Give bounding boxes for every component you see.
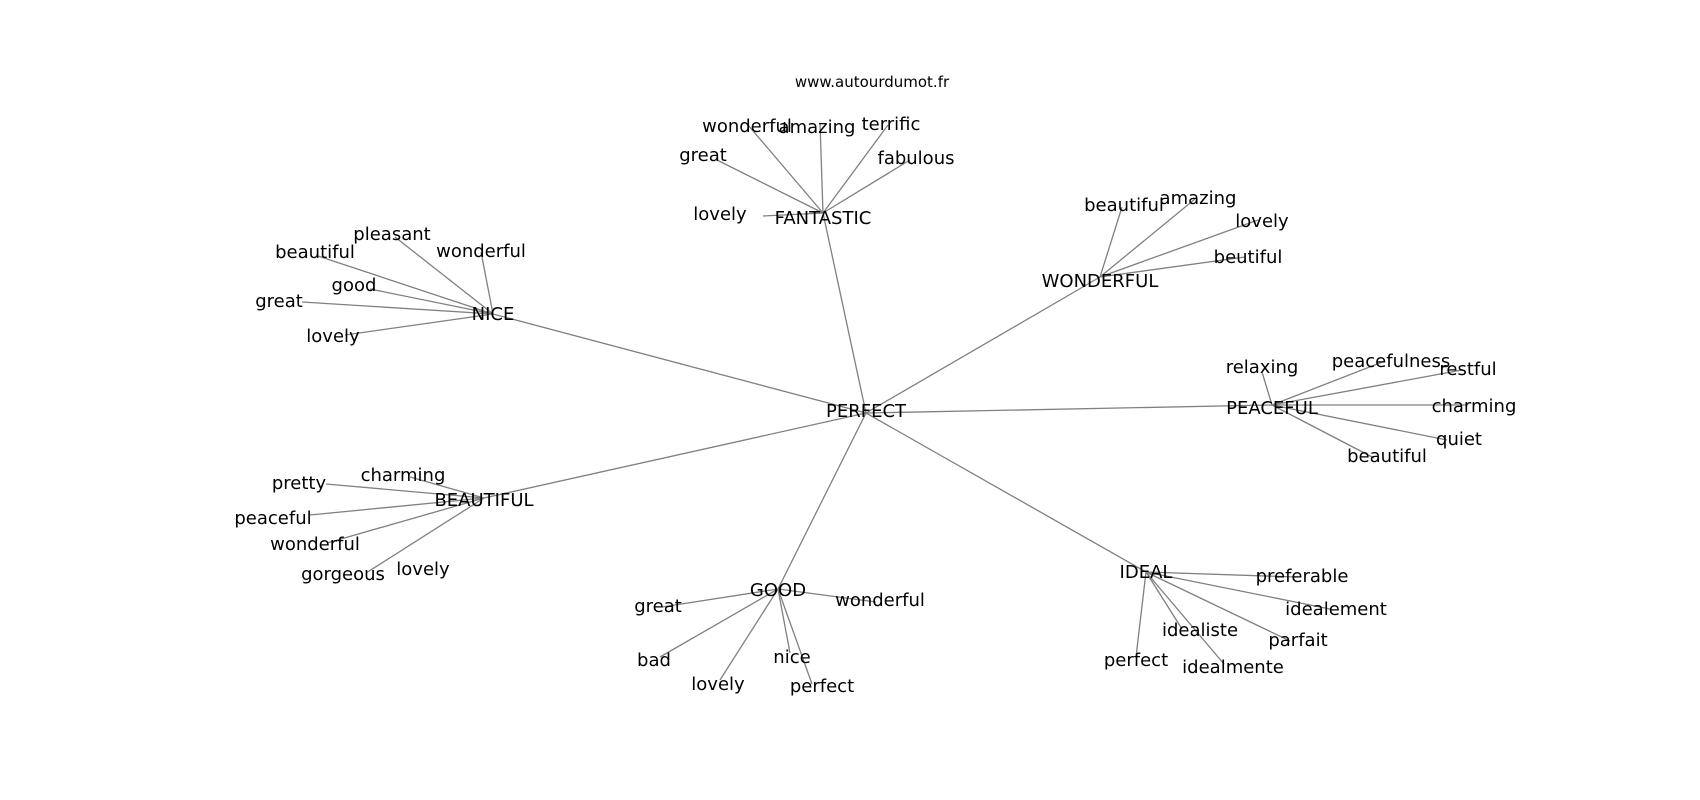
word-node: lovely [1235, 211, 1289, 232]
hub-word-edge [661, 588, 779, 608]
word-node: quiet [1436, 429, 1482, 450]
hub-word-edge [1261, 371, 1273, 406]
hub-node-fantastic: FANTASTIC [775, 208, 872, 229]
hub-word-edge [1271, 369, 1463, 406]
root-hub-edge [822, 212, 867, 414]
hub-word-edge [344, 313, 494, 336]
word-node: amazing [779, 117, 856, 138]
hub-word-edge [747, 124, 824, 214]
hub-node-wonderful: WONDERFUL [1042, 271, 1159, 292]
root-hub-edge [865, 276, 1101, 414]
word-node: peacefulness [1332, 351, 1451, 372]
hub-word-edge [822, 124, 889, 214]
word-node: charming [361, 465, 446, 486]
word-node: gorgeous [301, 564, 385, 585]
hub-word-edge [369, 288, 494, 315]
word-node: lovely [693, 204, 747, 225]
hub-word-edge [1145, 571, 1331, 610]
word-node: beutiful [1214, 247, 1283, 268]
hub-word-edge [326, 497, 485, 544]
word-node: wonderful [835, 590, 925, 611]
hub-word-edge [1099, 206, 1123, 278]
hub-word-edge [1271, 404, 1375, 459]
root-hub-edge [777, 412, 867, 590]
word-node: charming [1432, 396, 1517, 417]
word-node: terrific [862, 114, 921, 135]
root-hub-edge [865, 404, 1273, 414]
edges-layer [301, 122, 1466, 685]
word-node: good [332, 275, 377, 296]
word-node: beautiful [1347, 446, 1427, 467]
hub-word-edge [777, 588, 877, 603]
hub-word-edge [1099, 219, 1259, 278]
hub-node-beautiful: BEAUTIFUL [434, 490, 533, 511]
hub-word-edge [777, 588, 791, 654]
hub-node-nice: NICE [472, 304, 515, 325]
word-node: parfait [1268, 630, 1327, 651]
root-hub-edge [492, 313, 867, 414]
hub-word-edge [1271, 360, 1386, 406]
hub-word-edge [1145, 571, 1183, 630]
word-node: idealiste [1162, 620, 1238, 641]
word-node: wonderful [436, 241, 526, 262]
word-node: amazing [1160, 188, 1237, 209]
word-node: beautiful [275, 242, 355, 263]
hub-word-edge [1135, 571, 1147, 658]
word-node: lovely [691, 674, 745, 695]
hub-word-edge [409, 476, 485, 499]
root-hub-edge [483, 412, 867, 499]
hub-word-edge [1099, 256, 1246, 278]
word-node: peaceful [234, 508, 311, 529]
word-node: pretty [272, 473, 327, 494]
hub-word-edge [716, 159, 824, 214]
hub-node-good: GOOD [750, 580, 806, 601]
hub-word-edge [480, 251, 494, 315]
source-url: www.autourdumot.fr [795, 73, 950, 91]
word-node: wonderful [702, 116, 792, 137]
word-node: relaxing [1226, 357, 1299, 378]
word-node: perfect [790, 676, 854, 697]
hub-word-edge [309, 497, 485, 516]
hub-word-edge [394, 236, 494, 315]
hub-node-ideal: IDEAL [1120, 562, 1173, 583]
word-node: wonderful [270, 534, 360, 555]
hub-word-edge [479, 497, 485, 501]
word-node: great [679, 145, 727, 166]
hub-word-edge [325, 483, 485, 499]
word-node: restful [1439, 359, 1496, 380]
word-node: pleasant [353, 224, 430, 245]
word-node: lovely [396, 559, 450, 580]
word-node: preferable [1256, 566, 1349, 587]
word-node: idealement [1285, 599, 1387, 620]
hub-word-edge [822, 159, 911, 214]
hub-word-edge [1145, 571, 1297, 578]
hub-word-edge [819, 122, 824, 214]
word-node: great [634, 596, 682, 617]
hub-word-edge [1145, 571, 1291, 642]
word-node: perfect [1104, 650, 1168, 671]
hub-node-peaceful: PEACEFUL [1226, 398, 1318, 419]
word-node: fabulous [877, 148, 954, 169]
hub-word-edge [301, 301, 494, 315]
word-node: idealmente [1182, 657, 1284, 678]
hub-word-edge [719, 588, 779, 681]
root-node-label: PERFECT [826, 401, 907, 422]
hub-word-edge [762, 212, 824, 217]
hub-word-edge [1271, 404, 1448, 441]
hub-word-edge [1099, 198, 1196, 278]
word-node: nice [773, 647, 810, 668]
hub-word-edge [777, 588, 813, 685]
hub-word-edge [365, 497, 485, 574]
word-node: great [255, 291, 303, 312]
labels-layer: www.autourdumot.fr PERFECT FANTASTIC WON… [234, 73, 1516, 697]
word-node: bad [637, 650, 671, 671]
hub-word-edge [317, 255, 494, 315]
hub-word-edge [1145, 571, 1225, 665]
word-node: beautiful [1084, 195, 1164, 216]
hub-word-edge [659, 588, 779, 658]
word-node: lovely [306, 326, 360, 347]
root-hub-edge [865, 412, 1147, 573]
